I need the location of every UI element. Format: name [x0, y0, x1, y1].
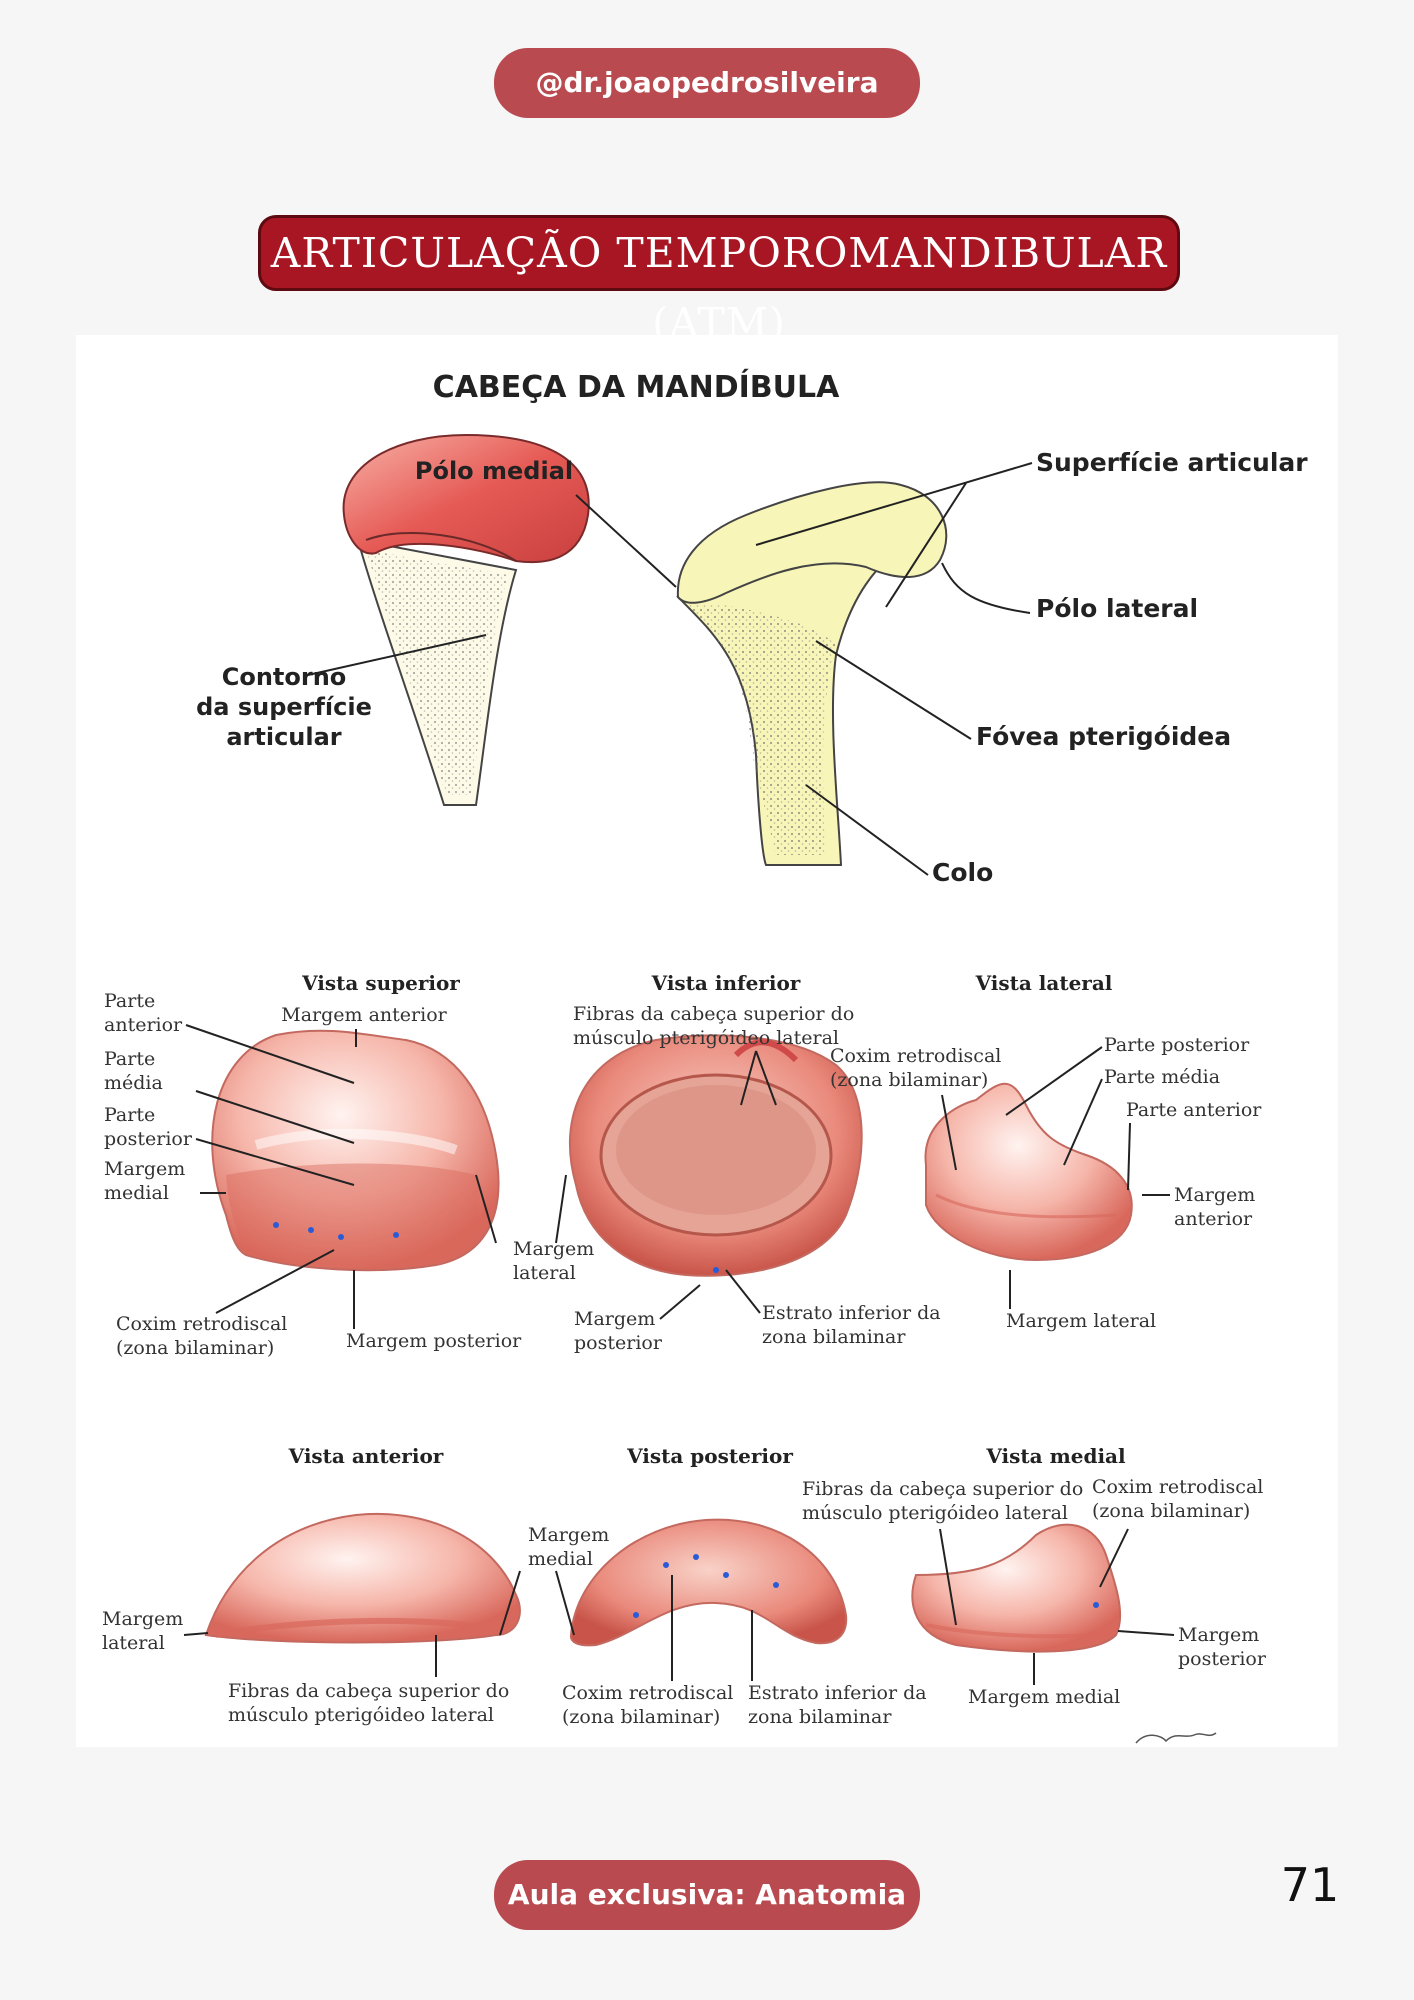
- med-fibras-1: Fibras da cabeça superior do: [802, 1478, 1083, 1500]
- sup-parte-anterior-2: anterior: [104, 1014, 183, 1036]
- anatomy-figure: CABEÇA DA MANDÍBULA Pólo medial Superfíc…: [76, 335, 1338, 1747]
- leader-superficie-articular: [755, 462, 1033, 608]
- sup-margem-medial-2: medial: [104, 1182, 169, 1204]
- title-vista-lateral: Vista lateral: [975, 971, 1113, 995]
- leader-lat-parte-anterior: [1127, 1122, 1131, 1191]
- author-handle-badge: @dr.joaopedrosilveira: [494, 48, 920, 118]
- leader-contorno: [307, 634, 487, 676]
- inf-margem-lateral-2: lateral: [513, 1262, 576, 1284]
- leader-ant-margem-lateral: [183, 1632, 209, 1636]
- title-vista-anterior: Vista anterior: [288, 1444, 444, 1468]
- label-superficie-articular: Superfície articular: [1036, 448, 1308, 477]
- leader-colo: [805, 784, 929, 876]
- med-fibras-2: músculo pterigóideo lateral: [802, 1502, 1068, 1524]
- lat-margem-anterior-1: Margem: [1174, 1184, 1255, 1206]
- lat-parte-posterior: Parte posterior: [1104, 1034, 1250, 1056]
- post-coxim-2: (zona bilaminar): [562, 1706, 720, 1728]
- inf-estrato-2: zona bilaminar: [762, 1326, 906, 1348]
- sup-coxim-2: (zona bilaminar): [116, 1337, 274, 1359]
- leader-lat-parte-media: [1063, 1078, 1103, 1166]
- artist-signature: [1135, 1732, 1217, 1744]
- page-title: ARTICULAÇÃO TEMPOROMANDIBULAR (ATM): [258, 215, 1180, 347]
- lat-margem-lateral: Margem lateral: [1006, 1310, 1156, 1332]
- ant-fibras-1: Fibras da cabeça superior do: [228, 1680, 509, 1702]
- med-margem-posterior-1: Margem: [1178, 1624, 1259, 1646]
- med-coxim-2: (zona bilaminar): [1092, 1500, 1250, 1522]
- leader-post-margem-medial: [499, 1570, 575, 1636]
- sup-parte-media-1: Parte: [104, 1048, 155, 1070]
- disc-inferior-illustration: [568, 1034, 863, 1277]
- title-vista-posterior: Vista posterior: [626, 1444, 793, 1468]
- inf-fibras-1: Fibras da cabeça superior do: [573, 1003, 854, 1025]
- label-fovea: Fóvea pterigóidea: [976, 722, 1231, 751]
- leader-inf-fibras: [740, 1050, 777, 1106]
- sup-coxim-1: Coxim retrodiscal: [116, 1313, 287, 1335]
- post-margem-medial-2: medial: [528, 1548, 593, 1570]
- title-vista-inferior: Vista inferior: [651, 971, 801, 995]
- figure-canvas: CABEÇA DA MANDÍBULA Pólo medial Superfíc…: [102, 369, 1308, 1744]
- label-colo: Colo: [932, 858, 993, 887]
- title-vista-superior: Vista superior: [301, 971, 460, 995]
- leader-sup-coxim: [215, 1249, 335, 1314]
- post-margem-medial-1: Margem: [528, 1524, 609, 1546]
- leader-sup-parte-anterior: [185, 1024, 355, 1084]
- ant-margem-lateral-2: lateral: [102, 1632, 165, 1654]
- leader-sup-parte-media: [195, 1090, 355, 1144]
- lat-parte-media: Parte média: [1104, 1066, 1220, 1088]
- ant-margem-lateral-1: Margem: [102, 1608, 183, 1630]
- label-contorno-1: Contorno: [222, 663, 347, 691]
- med-coxim-1: Coxim retrodiscal: [1092, 1476, 1263, 1498]
- sup-margem-medial-1: Margem: [104, 1158, 185, 1180]
- leader-med-coxim: [1099, 1528, 1129, 1588]
- disc-superior-illustration: [211, 1029, 500, 1272]
- footer-course-badge: Aula exclusiva: Anatomia: [494, 1860, 920, 1930]
- lat-coxim-2: (zona bilaminar): [830, 1069, 988, 1091]
- post-coxim-1: Coxim retrodiscal: [562, 1682, 733, 1704]
- disc-lateral-illustration: [924, 1082, 1133, 1262]
- sup-parte-posterior-1: Parte: [104, 1104, 155, 1126]
- leader-med-margem-posterior: [1117, 1630, 1175, 1636]
- condyle-right-illustration: [676, 481, 948, 866]
- condyle-left-illustration: [342, 433, 590, 806]
- leader-inf-margem-lateral: [475, 1174, 567, 1244]
- leader-inf-margem-posterior: [659, 1284, 701, 1320]
- lat-margem-anterior-2: anterior: [1174, 1208, 1253, 1230]
- lat-parte-anterior: Parte anterior: [1126, 1099, 1262, 1121]
- label-polo-lateral: Pólo lateral: [1036, 594, 1198, 623]
- sup-parte-anterior-1: Parte: [104, 990, 155, 1012]
- disc-medial-illustration: [911, 1523, 1122, 1653]
- post-estrato-2: zona bilaminar: [748, 1706, 892, 1728]
- post-estrato-1: Estrato inferior da: [748, 1682, 927, 1704]
- disc-posterior-illustration: [569, 1518, 848, 1647]
- sup-parte-media-2: média: [104, 1072, 163, 1094]
- leader-lat-coxim: [941, 1094, 957, 1171]
- label-contorno-3: articular: [226, 723, 341, 751]
- sup-parte-posterior-2: posterior: [104, 1128, 193, 1150]
- leader-fovea: [815, 640, 972, 740]
- inf-margem-posterior-2: posterior: [574, 1332, 663, 1354]
- page-number: 71: [1280, 1858, 1340, 1912]
- sup-margem-posterior: Margem posterior: [346, 1330, 522, 1352]
- med-margem-medial: Margem medial: [968, 1686, 1120, 1708]
- inf-margem-posterior-1: Margem: [574, 1308, 655, 1330]
- sup-margem-anterior: Margem anterior: [281, 1004, 447, 1026]
- leader-sup-parte-posterior: [195, 1138, 355, 1186]
- inf-margem-lateral-1: Margem: [513, 1238, 594, 1260]
- ant-fibras-2: músculo pterigóideo lateral: [228, 1704, 494, 1726]
- med-margem-posterior-2: posterior: [1178, 1648, 1267, 1670]
- leader-polo-lateral: [941, 562, 1031, 614]
- label-polo-medial: Pólo medial: [415, 457, 573, 485]
- inf-fibras-2: músculo pterigóideo lateral: [573, 1027, 839, 1049]
- leader-polo-medial: [575, 494, 677, 588]
- leader-inf-estrato: [725, 1269, 761, 1314]
- inf-estrato-1: Estrato inferior da: [762, 1302, 941, 1324]
- disc-anterior-illustration: [204, 1513, 521, 1644]
- label-contorno-2: da superfície: [196, 693, 372, 721]
- leader-med-fibras: [939, 1528, 957, 1626]
- title-vista-medial: Vista medial: [985, 1444, 1126, 1468]
- lat-coxim-1: Coxim retrodiscal: [830, 1045, 1001, 1067]
- leader-lat-parte-posterior: [1005, 1046, 1103, 1116]
- figure-heading: CABEÇA DA MANDÍBULA: [433, 369, 840, 405]
